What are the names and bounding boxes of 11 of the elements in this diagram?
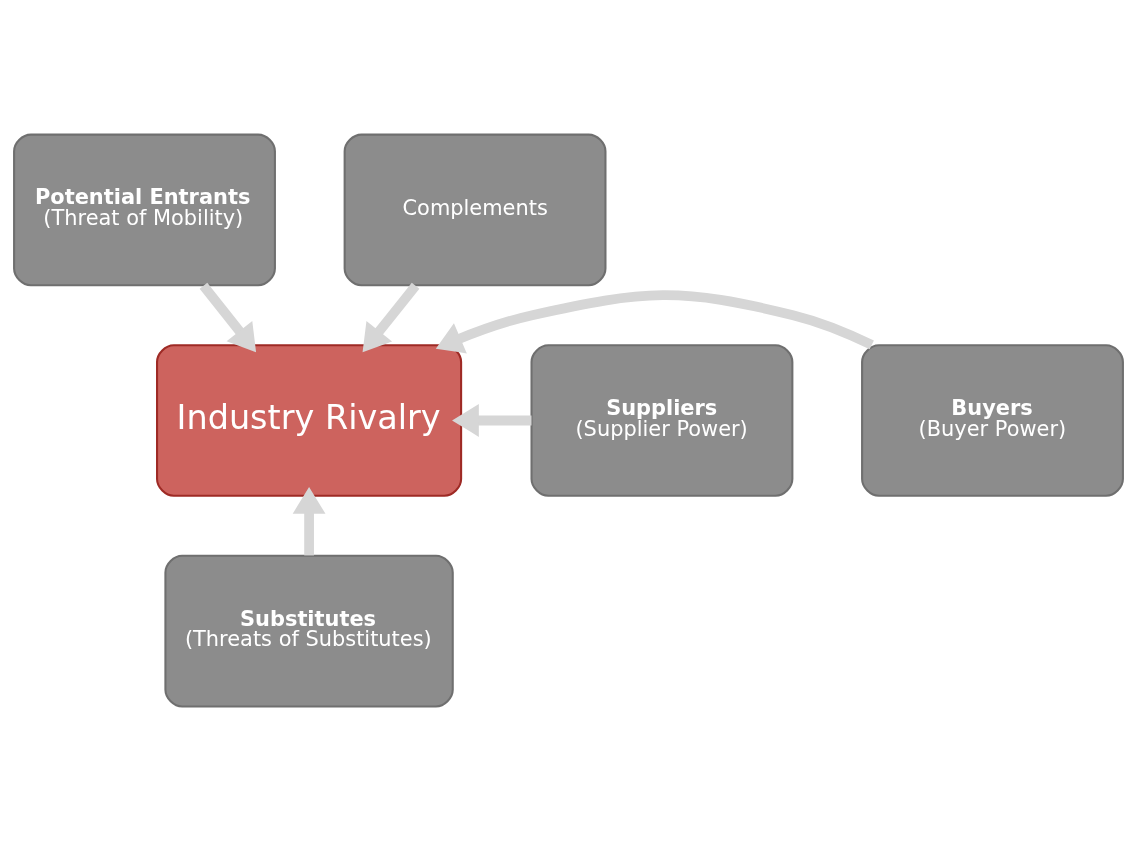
node-box: Complements — [343, 133, 607, 287]
node-box: Potential Entrants (Threat of Mobility) — [13, 133, 276, 287]
node-box: Suppliers (Supplier Power) — [530, 344, 794, 497]
arrow — [199, 282, 257, 353]
node-box: Industry Rivalry — [156, 344, 463, 497]
node-box: Buyers (Buyer Power) — [861, 344, 1124, 497]
arrow — [362, 282, 420, 353]
arrow — [435, 290, 874, 354]
arrow — [292, 487, 326, 556]
arrow — [452, 404, 532, 437]
node-box: Substitutes (Threats of Substitutes) — [164, 554, 454, 708]
